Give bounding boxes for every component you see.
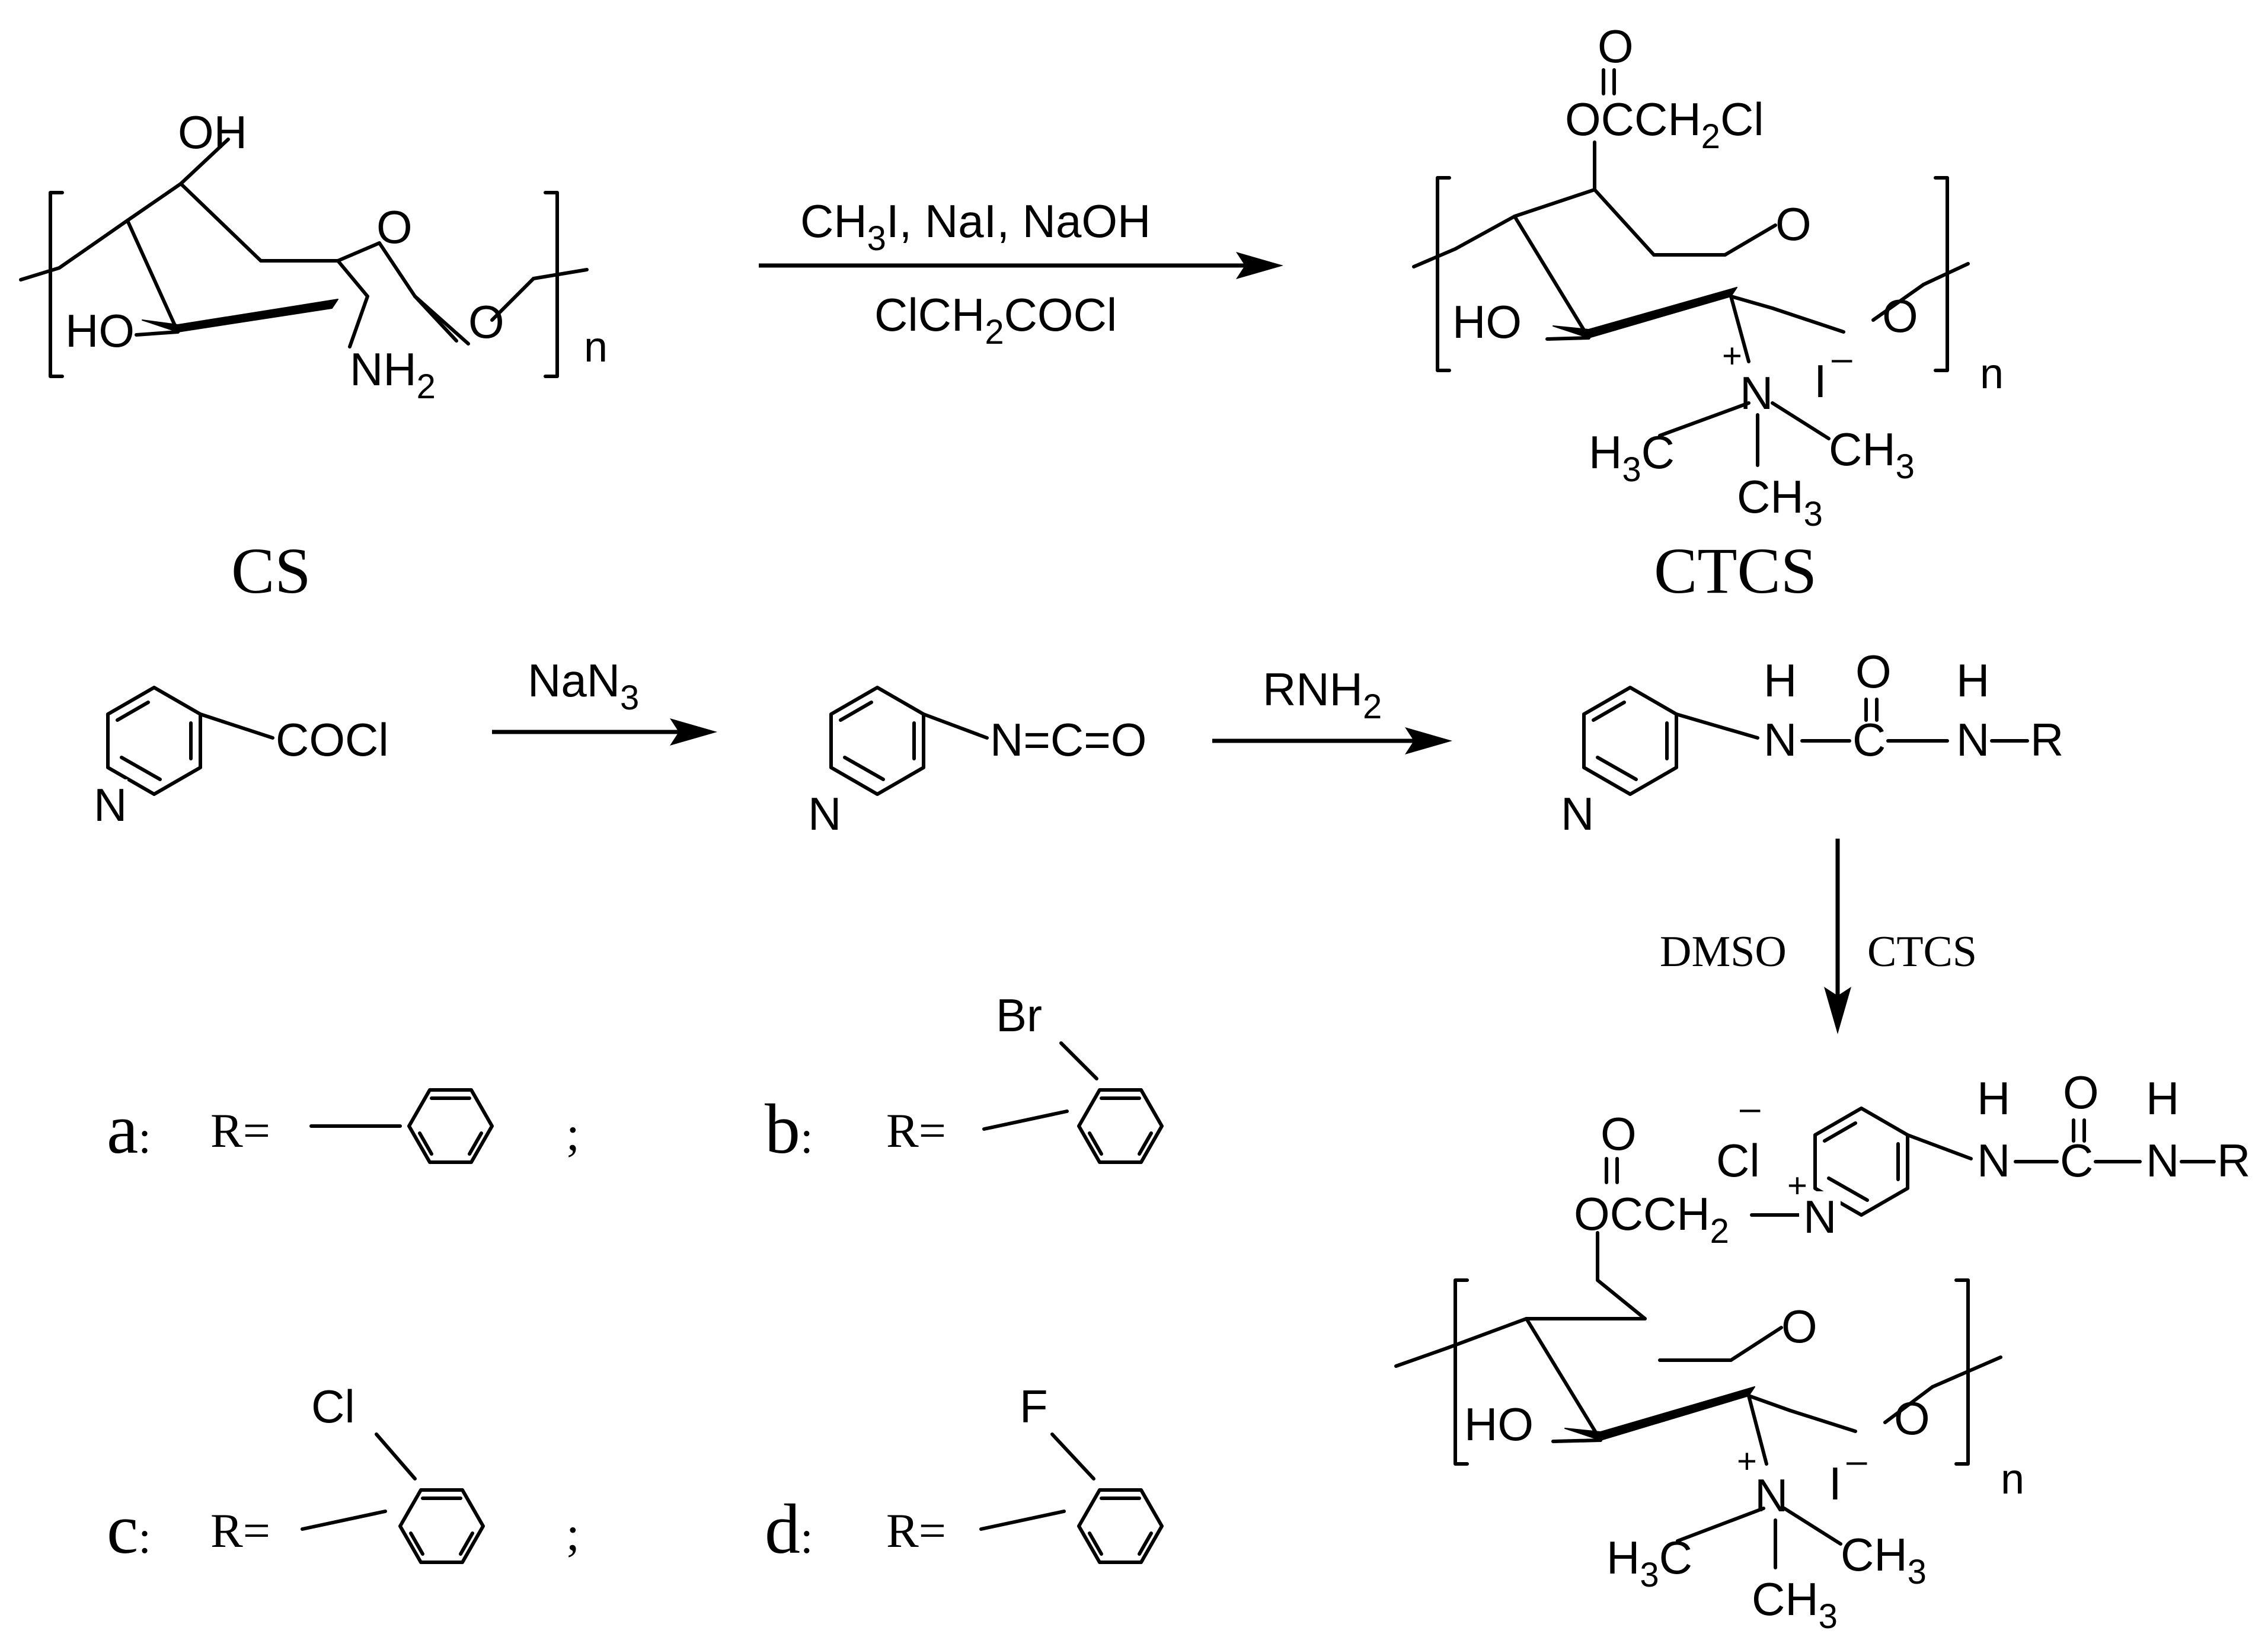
product-ammonium-charge: + (1737, 1442, 1757, 1480)
product-ammonium-nitrogen: N (1755, 1469, 1788, 1521)
r-group-d-equals: R= (886, 1504, 946, 1558)
r-group-b-bromine: Br (996, 989, 1042, 1041)
r-group-a-separator: ; (566, 1107, 580, 1160)
r-group-b-letter: b: (765, 1089, 813, 1168)
reaction-step-1: CH3I, NaI, NaOH ClCH2COCl (759, 195, 1283, 351)
ctcs-ring-oxygen: O (1775, 198, 1812, 250)
ctcs-carbonyl-oxygen: O (1598, 20, 1634, 72)
nicotinoyl-ring-nitrogen: N (94, 779, 127, 831)
r-group-b: b: R= Br (765, 989, 1162, 1168)
repeat-unit-n: n (584, 324, 608, 371)
urea-nh1-nitrogen: N (1764, 714, 1797, 766)
ctcs-methyl-left: H3C (1589, 426, 1675, 489)
chitosan-structure: OH O HO NH2 O n CS (19, 106, 608, 607)
step2-reagent: NaN3 (528, 654, 639, 717)
step1-reagents-below: ClCH2COCl (874, 289, 1117, 351)
r-group-c-equals: R= (210, 1504, 270, 1558)
isocyanate-group: N=C=O (990, 714, 1146, 766)
isocyanate-structure: N=C=O N (806, 688, 1146, 840)
ctcs-repeat-unit-n: n (1980, 350, 2004, 398)
product-pyridinium-charge: + (1787, 1166, 1807, 1205)
r-group-d: d: R= F (765, 1380, 1162, 1568)
r-group-d-fluorine: F (1020, 1380, 1048, 1432)
product-carbonyl-carbon: C (2060, 1134, 2093, 1187)
product-nh2-nitrogen: N (2146, 1134, 2179, 1187)
r-group-a-equals: R= (210, 1104, 270, 1157)
ctcs-methyl-bottom: CH3 (1737, 471, 1823, 533)
hydroxymethyl-label: OH (178, 106, 247, 158)
reaction-step-2: NaN3 (492, 654, 717, 746)
ctcs-ammonium-nitrogen: N (1740, 367, 1773, 419)
ring-oxygen-label: O (376, 201, 413, 253)
product-pyridinium-nitrogen: N (1803, 1191, 1836, 1243)
r-group-c-chlorine: Cl (311, 1380, 355, 1432)
nicotinoyl-substituent: COCl (276, 714, 389, 766)
r-group-c-separator: ; (566, 1507, 580, 1561)
urea-nh1-hydrogen: H (1764, 654, 1797, 706)
product-methyl-bottom: CH3 (1752, 1573, 1838, 1636)
isocyanate-ring-nitrogen: N (808, 788, 841, 840)
amine-label: NH2 (350, 343, 436, 406)
product-ring-oxygen: O (1781, 1300, 1817, 1352)
step4-reagent: CTCS (1867, 928, 1977, 976)
product-iodide-charge: – (1847, 1440, 1867, 1481)
product-hydroxyl-label: HO (1464, 1398, 1534, 1450)
step3-reagent: RNH2 (1263, 663, 1382, 726)
right-bracket (544, 191, 559, 378)
urea-ring-nitrogen: N (1561, 788, 1594, 840)
r-group-d-letter: d: (765, 1489, 813, 1568)
product-r-group: R (2217, 1134, 2250, 1187)
product-nh2-hydrogen: H (2146, 1072, 2179, 1124)
product-left-bracket (1454, 1278, 1469, 1466)
product-glycosidic-oxygen: O (1894, 1392, 1930, 1444)
r-group-a: a: R= ; (107, 1089, 580, 1168)
product-carbonyl-oxygen-urea: O (2063, 1066, 2099, 1118)
urea-nh2-nitrogen: N (1956, 714, 1989, 766)
reaction-step-3: RNH2 (1212, 663, 1452, 754)
product-chloride-label: Cl (1716, 1134, 1760, 1187)
product-nh1-hydrogen: H (1977, 1072, 2010, 1124)
final-product-structure: O OCCH2 Cl – N + H N C O H N R (1394, 1066, 2250, 1636)
r-group-b-equals: R= (886, 1104, 946, 1157)
r-group-c-letter: c: (107, 1489, 151, 1568)
ctcs-structure: O OCCH2Cl O HO O + N I – H3C CH3 CH3 n (1412, 20, 2004, 607)
glycosidic-oxygen-label: O (468, 296, 504, 348)
compound-name-cs: CS (231, 535, 311, 607)
nicotinoyl-chloride-structure: COCl N (92, 688, 389, 831)
urea-r-group: R (2030, 714, 2063, 766)
left-bracket (49, 191, 64, 378)
reaction-step-4: DMSO CTCS (1660, 839, 1977, 1034)
pyridyl-urea-structure: N H N C O H N R (1559, 645, 2063, 840)
product-iodide-label: I (1829, 1457, 1842, 1510)
product-repeat-unit-n: n (2001, 1456, 2024, 1503)
ctcs-hydroxyl-label: HO (1452, 296, 1522, 348)
r-group-a-letter: a: (107, 1089, 151, 1168)
ctcs-left-bracket (1436, 176, 1451, 372)
urea-nh2-hydrogen: H (1956, 654, 1989, 706)
ctcs-ammonium-charge: + (1722, 337, 1742, 375)
r-group-c: c: R= Cl ; (107, 1380, 580, 1568)
step1-reagents-above: CH3I, NaI, NaOH (800, 195, 1151, 258)
product-ester-label: OCCH2 (1574, 1188, 1729, 1251)
product-methyl-left: H3C (1606, 1531, 1692, 1594)
product-chloride-charge: – (1740, 1088, 1761, 1128)
ctcs-iodide-label: I (1814, 355, 1827, 407)
ctcs-methyl-right: CH3 (1829, 423, 1915, 486)
product-methyl-right: CH3 (1841, 1529, 1927, 1591)
product-carbonyl-oxygen: O (1601, 1108, 1637, 1160)
urea-carbonyl-oxygen: O (1855, 645, 1892, 698)
compound-name-ctcs: CTCS (1654, 535, 1817, 607)
urea-carbonyl-carbon: C (1852, 714, 1886, 766)
hydroxyl-label: HO (65, 305, 135, 357)
ctcs-glycosidic-oxygen: O (1882, 290, 1918, 342)
step4-solvent: DMSO (1660, 928, 1787, 976)
product-nh1-nitrogen: N (1977, 1134, 2010, 1187)
ctcs-iodide-charge: – (1832, 338, 1852, 379)
ctcs-ester-label: OCCH2Cl (1565, 93, 1764, 156)
